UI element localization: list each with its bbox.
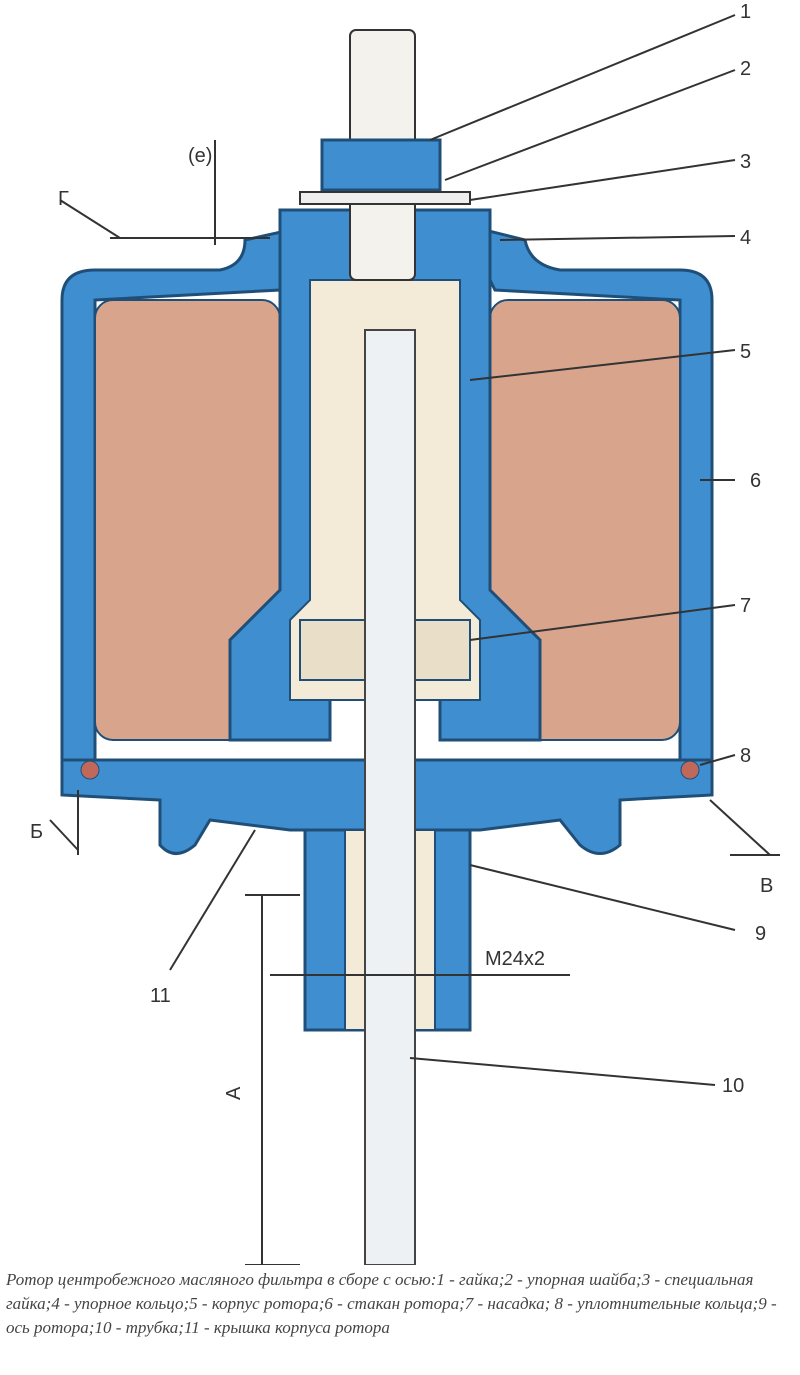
thrust-washer: [299, 191, 471, 205]
callout-4: 4: [740, 227, 751, 249]
thread-label: M24x2: [485, 948, 545, 970]
callout-1: 1: [740, 1, 751, 23]
callout-11: 11: [150, 985, 171, 1007]
callout-3: 3: [740, 151, 751, 173]
seal-ring-left: [80, 760, 100, 780]
callout-9: 9: [755, 923, 766, 945]
figure-caption: Ротор центробежного масляного фильтра в …: [6, 1270, 777, 1337]
letter-b: Б: [30, 821, 43, 843]
callout-2: 2: [740, 58, 751, 80]
tube: [364, 329, 416, 1265]
letter-v: В: [760, 875, 773, 897]
rotor-cross-section-diagram: 1 2 3 4 5 6 7 8 9 10 11 (е) Г Б В А M24x…: [30, 1, 780, 1265]
letter-g: Г: [58, 188, 69, 210]
letter-e: (е): [188, 145, 212, 167]
callout-8: 8: [740, 745, 751, 767]
callout-6: 6: [750, 470, 761, 492]
callout-7: 7: [740, 595, 751, 617]
dimension-a: А: [223, 1086, 245, 1100]
seal-ring-right: [680, 760, 700, 780]
callout-5: 5: [740, 341, 751, 363]
callout-10: 10: [722, 1075, 744, 1097]
leader-lines: [49, 14, 780, 1265]
nut: [320, 138, 442, 192]
